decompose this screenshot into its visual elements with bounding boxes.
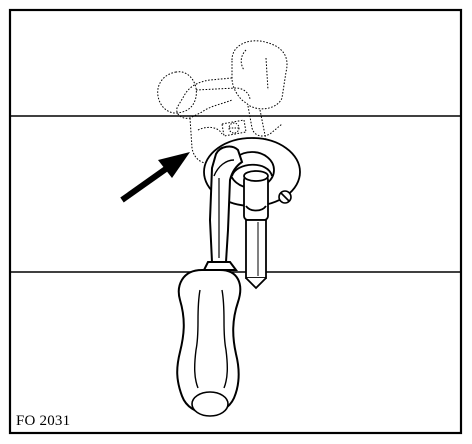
screwdriver <box>176 145 244 417</box>
screw-head <box>278 190 292 204</box>
figure-frame <box>8 8 463 435</box>
arrow-icon <box>120 152 190 203</box>
handle-ghost-outline <box>157 40 288 165</box>
figure-code: FO 2031 <box>16 413 71 429</box>
bolt-ghost <box>228 122 240 134</box>
hinge-pin <box>243 170 269 290</box>
